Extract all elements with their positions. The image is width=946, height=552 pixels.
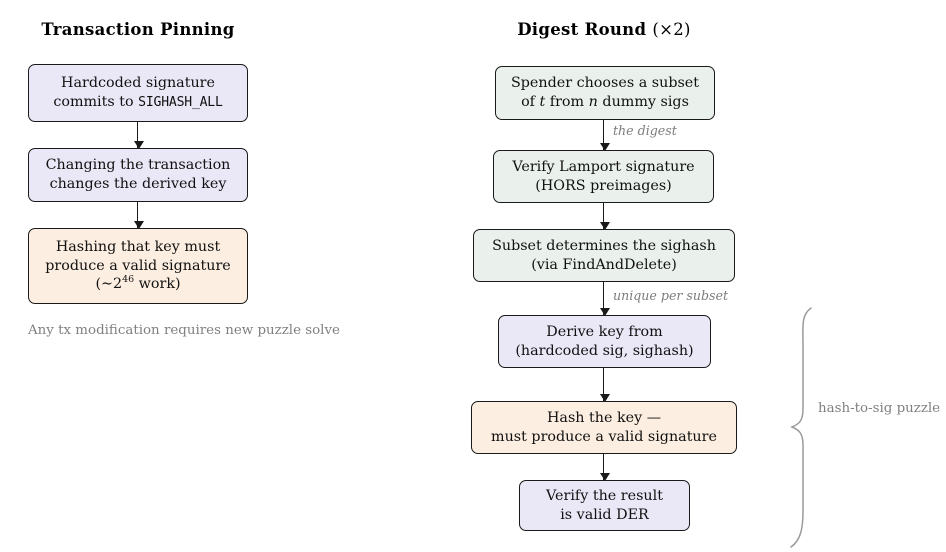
right-title-multiplier: (×2) (652, 20, 691, 39)
arrow-right-5 (599, 454, 610, 481)
sighash-all-token: SIGHASH_ALL (138, 95, 223, 110)
node-line: Hardcoded signature (61, 75, 215, 92)
work-close: work) (134, 276, 181, 293)
node-line: must produce a valid signature (491, 428, 717, 445)
node-line: Derive key from (546, 323, 663, 340)
right-title-main: Digest Round (517, 20, 647, 39)
node-changing-transaction: Changing the transaction changes the der… (28, 148, 248, 202)
var-n: n (588, 94, 598, 110)
node-hash-the-key: Hash the key — must produce a valid sign… (471, 401, 737, 454)
node-line: Verify Lamport signature (512, 158, 695, 175)
caption-line: Any tx modification (28, 323, 160, 338)
node-verify-der: Verify the result is valid DER (519, 480, 690, 531)
hash-to-sig-brace (790, 307, 812, 548)
node-line: is valid DER (560, 506, 649, 523)
node-line: of t from n dummy sigs (521, 93, 689, 112)
var-t: t (539, 94, 546, 110)
node-derive-key: Derive key from (hardcoded sig, sighash) (498, 315, 711, 368)
node-hashing-key: Hashing that key must produce a valid si… (28, 228, 248, 304)
node-line: (HORS preimages) (535, 177, 672, 194)
node-subset-sighash: Subset determines the sighash (via FindA… (473, 229, 735, 282)
arrow-right-1 (599, 120, 610, 151)
node-spender-subset: Spender chooses a subset of t from n dum… (495, 66, 715, 120)
node-line: commits to SIGHASH_ALL (53, 93, 223, 112)
node-hardcoded-signature: Hardcoded signature commits to SIGHASH_A… (28, 64, 248, 122)
left-column-title: Transaction Pinning (41, 20, 235, 39)
node-line: Hash the key — (546, 409, 662, 426)
node-line: Spender chooses a subset (510, 75, 700, 92)
node-line: (hardcoded sig, sighash) (515, 342, 694, 359)
arrow-left-2 (133, 202, 144, 229)
right-column-title: Digest Round (×2) (473, 20, 735, 39)
brace-label-line: hash-to-sig (818, 401, 893, 416)
r1b-pre: of (521, 94, 540, 110)
node-line: Changing the transaction (45, 157, 231, 174)
arrow-right-2 (599, 203, 610, 230)
arrow-left-1 (133, 122, 144, 149)
node-line: produce a valid signature (45, 257, 231, 274)
edge-label-unique-per-subset: unique per subset (613, 288, 729, 303)
node-line: changes the derived key (49, 176, 227, 192)
node-line: (via FindAndDelete) (531, 256, 677, 273)
node-line-work: (∼246 work) (95, 275, 180, 294)
brace-label-line: puzzle (896, 401, 941, 416)
arrow-right-3 (599, 282, 610, 316)
node-line-text: commits to (53, 94, 139, 110)
node-verify-lamport: Verify Lamport signature (HORS preimages… (493, 150, 714, 203)
work-open: (∼2 (95, 276, 123, 293)
node-line: Hashing that key must (55, 239, 221, 256)
node-line: Subset determines the sighash (492, 237, 716, 254)
caption-line: requires new puzzle solve (163, 323, 340, 338)
node-line: Verify the result (546, 487, 663, 504)
r1b-post: dummy sigs (597, 94, 689, 110)
arrow-right-4 (599, 368, 610, 402)
brace-label-hash-to-sig-puzzle: hash-to-sig puzzle (818, 400, 940, 418)
work-exponent: 46 (122, 274, 135, 286)
edge-label-the-digest: the digest (613, 123, 677, 138)
left-column-caption: Any tx modification requires new puzzle … (28, 322, 340, 340)
r1b-mid: from (545, 94, 589, 110)
